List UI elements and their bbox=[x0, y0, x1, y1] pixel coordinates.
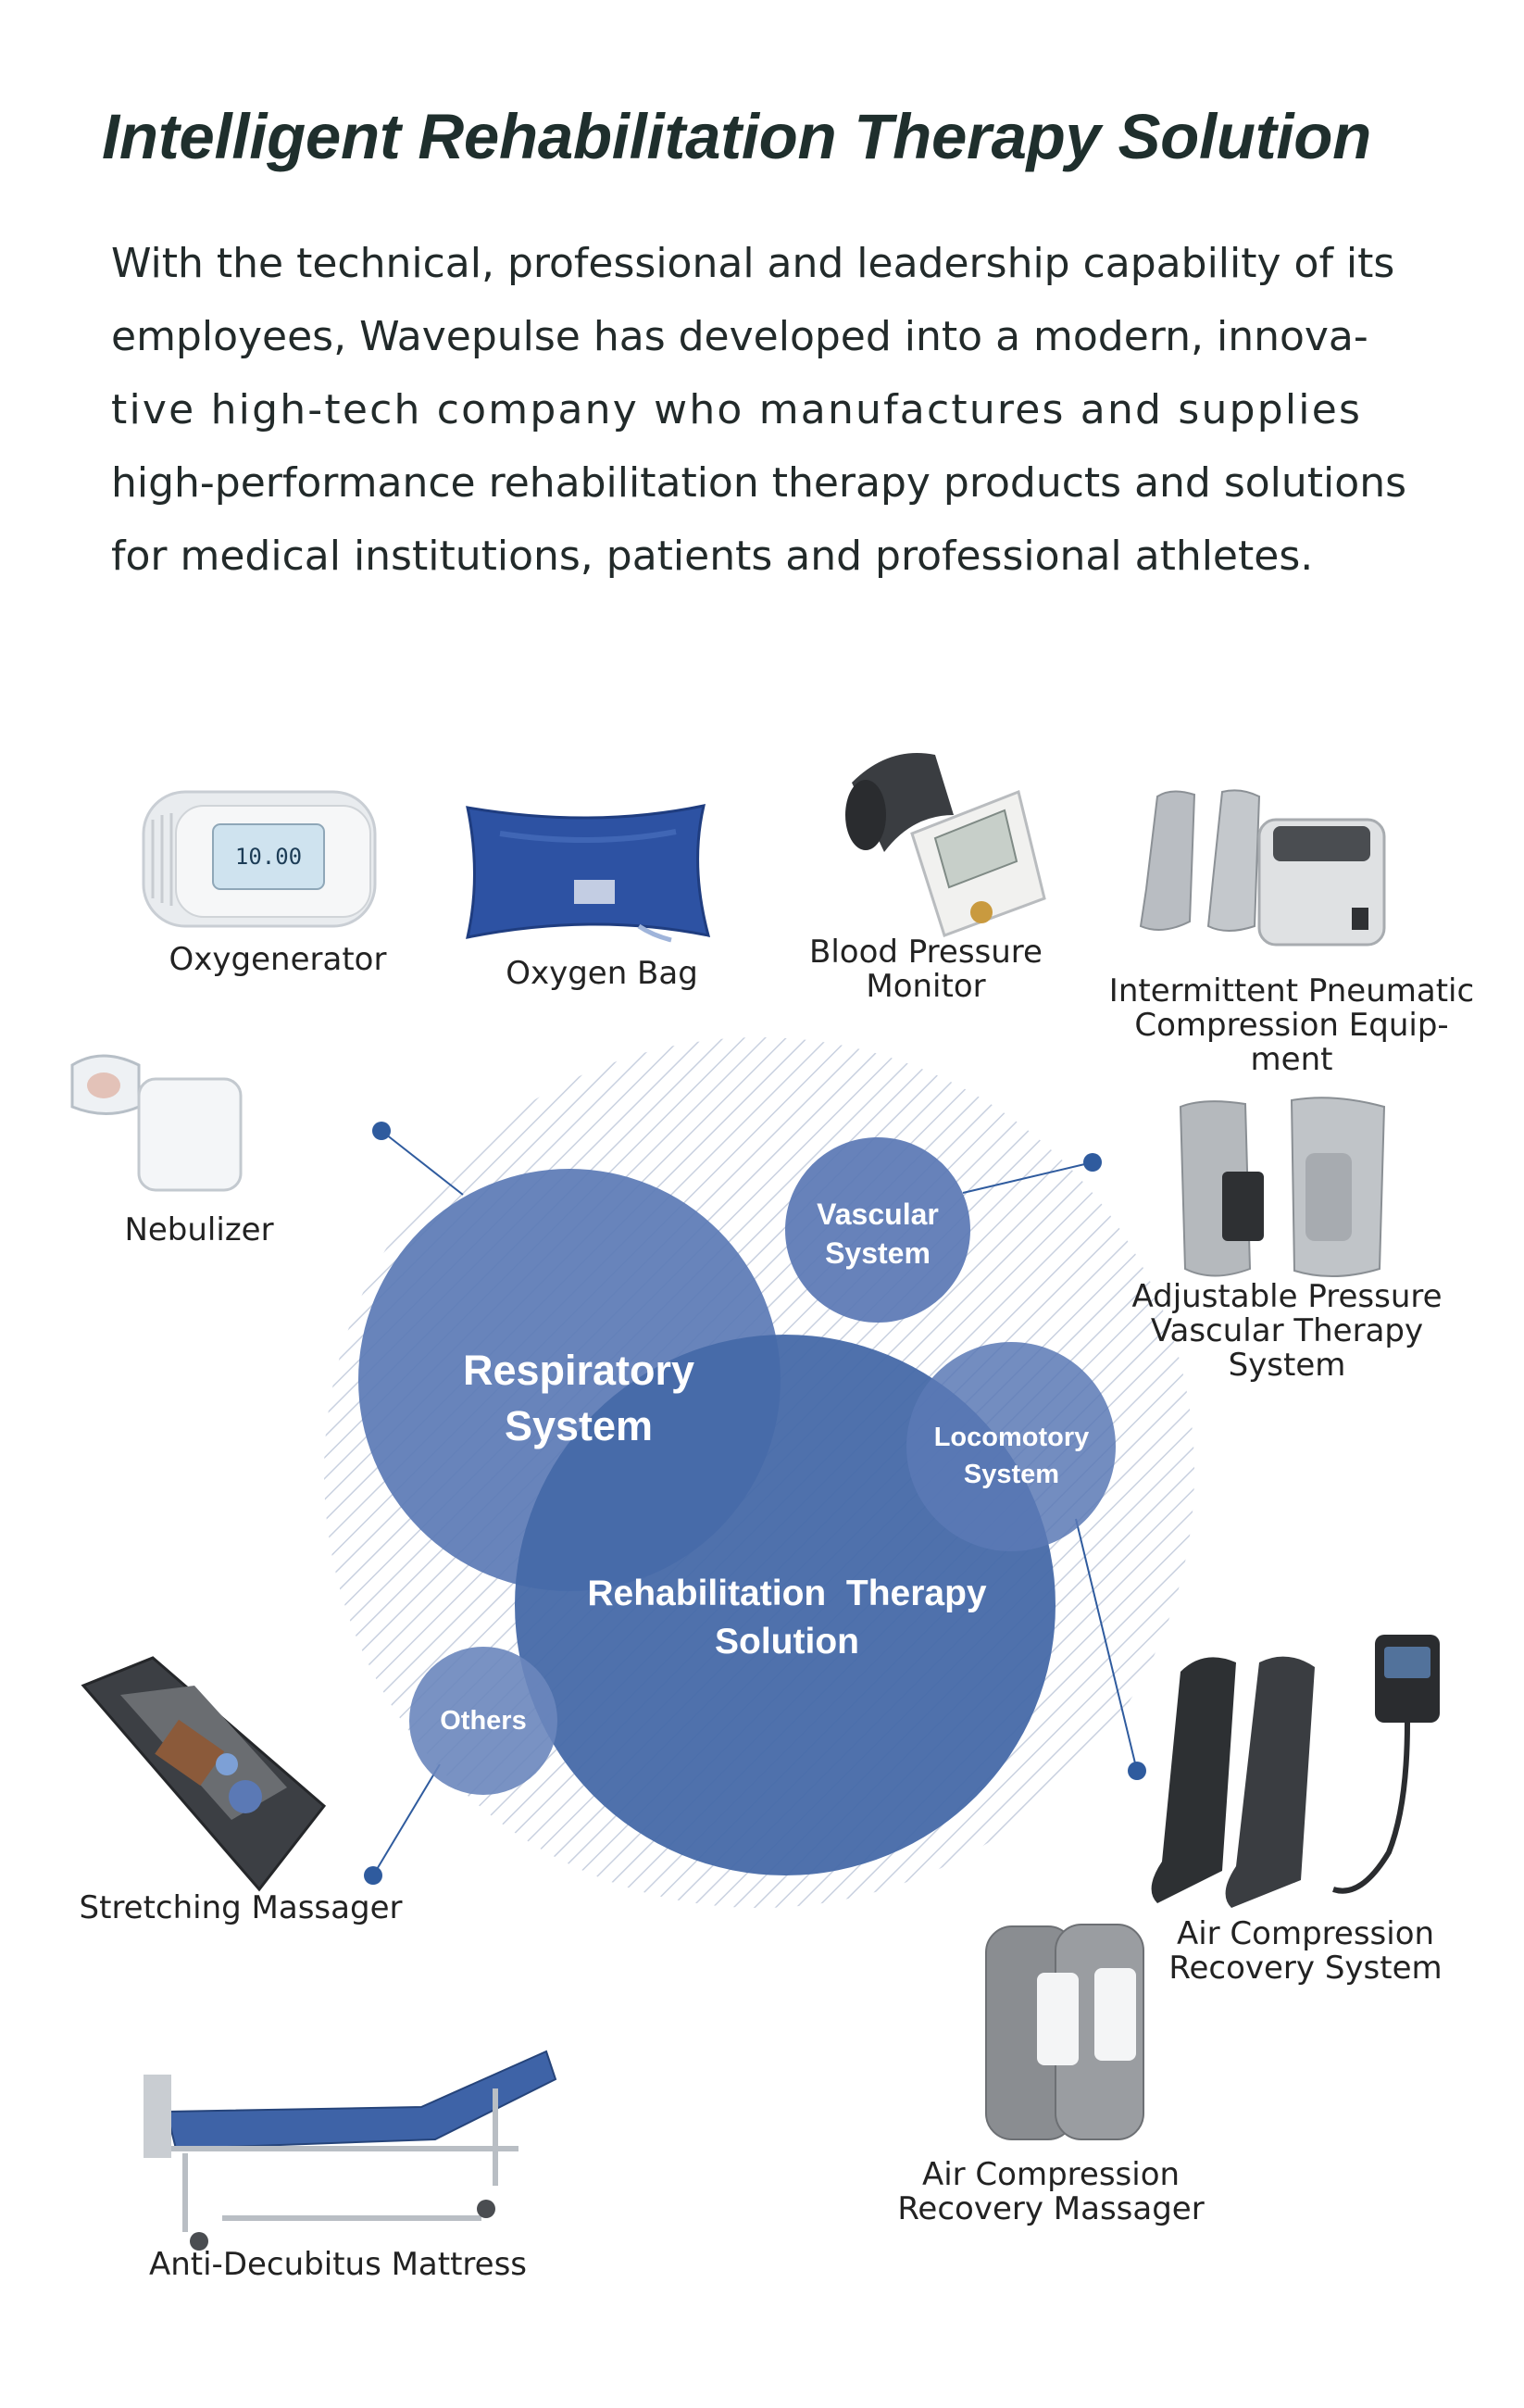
oxygenerator-image: 10.00 bbox=[142, 790, 377, 928]
ipc-equipment-image bbox=[1139, 789, 1386, 947]
locomotory-label-line: System bbox=[963, 1460, 1060, 1489]
connector-locomotory bbox=[1075, 1518, 1138, 1772]
connector-dot bbox=[1128, 1762, 1146, 1780]
stretching-massager-image bbox=[81, 1656, 327, 1892]
center-label: Rehabilitation Therapy Solution bbox=[546, 1570, 1028, 1666]
respiratory-label-line: System bbox=[504, 1402, 654, 1449]
vascular-label: Vascular System bbox=[785, 1195, 970, 1273]
stretching-massager-label: Stretching Massager bbox=[74, 1891, 407, 1925]
product-label-line: Adjustable Pressure bbox=[1131, 1278, 1443, 1315]
connector-others bbox=[372, 1763, 441, 1876]
product-label-line: System bbox=[1228, 1347, 1346, 1384]
product-label-line: Air Compression bbox=[1176, 1915, 1435, 1952]
anti-decubitus-label: Anti-Decubitus Mattress bbox=[139, 2248, 537, 2282]
page-title: Intelligent Rehabilitation Therapy Solut… bbox=[102, 101, 1371, 172]
respiratory-label-line: Respiratory bbox=[462, 1347, 695, 1394]
air-compression-massager-label: Air Compression Recovery Massager bbox=[889, 2158, 1213, 2226]
ipc-equipment-label: Intermittent Pneumatic Compression Equip… bbox=[1097, 974, 1486, 1077]
others-label: Others bbox=[409, 1704, 557, 1737]
locomotory-circle bbox=[906, 1342, 1116, 1551]
vascular-label-line: Vascular bbox=[817, 1198, 939, 1231]
intro-paragraph: With the technical, professional and lea… bbox=[111, 227, 1407, 593]
oxygen-bag-image bbox=[466, 804, 711, 943]
nebulizer-image bbox=[70, 1054, 243, 1192]
nebulizer-label: Nebulizer bbox=[93, 1213, 306, 1248]
product-label-line: Stretching Massager bbox=[79, 1889, 403, 1926]
connector-dot bbox=[372, 1122, 391, 1140]
intro-line: employees, Wavepulse has developed into … bbox=[111, 313, 1368, 360]
vascular-circle bbox=[785, 1137, 970, 1323]
respiratory-label: Respiratory System bbox=[421, 1343, 736, 1454]
locomotory-label: Locomotory System bbox=[912, 1419, 1111, 1493]
adjustable-pressure-label: Adjustable Pressure Vascular Therapy Sys… bbox=[1111, 1280, 1463, 1383]
product-label-line: Intermittent Pneumatic bbox=[1108, 972, 1475, 1010]
oxygenerator-label: Oxygenerator bbox=[139, 943, 417, 977]
center-label-line: Solution bbox=[715, 1622, 859, 1662]
adjustable-pressure-image bbox=[1179, 1097, 1386, 1277]
product-label-line: Air Compression bbox=[921, 2156, 1180, 2193]
air-compression-system-image bbox=[1151, 1635, 1440, 1908]
product-label-line: Blood Pressure bbox=[809, 934, 1043, 971]
product-label-line: Anti-Decubitus Mattress bbox=[148, 2246, 528, 2283]
product-label-line: Oxygenerator bbox=[169, 941, 387, 978]
intro-line: tive high-tech company who manufactures … bbox=[111, 386, 1363, 433]
product-label-line: Nebulizer bbox=[124, 1211, 274, 1248]
locomotory-label-line: Locomotory bbox=[933, 1423, 1090, 1452]
connector-dot bbox=[1083, 1153, 1102, 1172]
product-label-line: Vascular Therapy bbox=[1150, 1312, 1424, 1349]
blood-pressure-monitor-label: Blood Pressure Monitor bbox=[787, 935, 1065, 1004]
intro-line: high-performance rehabilitation therapy … bbox=[111, 459, 1406, 507]
others-label-line: Others bbox=[440, 1706, 527, 1736]
center-label-line: Rehabilitation Therapy bbox=[587, 1574, 987, 1613]
connector-nebulizer bbox=[381, 1130, 464, 1196]
product-label-line: Monitor bbox=[866, 968, 986, 1005]
anti-decubitus-image bbox=[144, 2050, 557, 2251]
air-compression-massager-image bbox=[985, 1924, 1144, 2140]
connector-vascular bbox=[962, 1161, 1093, 1194]
others-circle bbox=[409, 1647, 557, 1795]
product-label-line: Recovery Massager bbox=[897, 2190, 1205, 2227]
vascular-label-line: System bbox=[825, 1236, 931, 1270]
air-compression-system-label: Air Compression Recovery System bbox=[1148, 1917, 1463, 1986]
intro-line: With the technical, professional and lea… bbox=[111, 240, 1395, 287]
intro-line: for medical institutions, patients and p… bbox=[111, 533, 1314, 580]
product-label-line: ment bbox=[1250, 1041, 1333, 1078]
product-label-line: Oxygen Bag bbox=[506, 955, 698, 992]
product-label-line: Recovery System bbox=[1168, 1950, 1443, 1987]
connector-dot bbox=[364, 1866, 382, 1885]
product-label-line: Compression Equip- bbox=[1134, 1007, 1449, 1044]
blood-pressure-monitor-image bbox=[845, 753, 1046, 937]
oxygenerator-display: 10.00 bbox=[235, 844, 302, 870]
oxygen-bag-label: Oxygen Bag bbox=[472, 957, 731, 991]
